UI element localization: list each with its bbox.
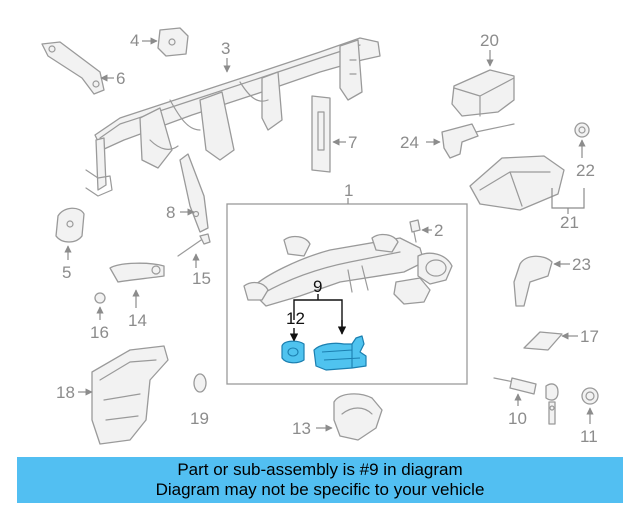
nut-part-16 (94, 292, 106, 304)
callout-19: 19 (190, 409, 209, 428)
callout-13: 13 (292, 419, 311, 438)
bracket-part-4 (157, 27, 189, 57)
callout-15: 15 (192, 269, 211, 288)
support-part-8 (179, 153, 209, 233)
callout-20: 20 (480, 31, 499, 50)
callout-3: 3 (221, 39, 230, 58)
callout-14: 14 (128, 311, 147, 330)
callout-23: 23 (572, 255, 591, 274)
callout-2: 2 (434, 221, 443, 240)
callout-16: 16 (90, 323, 109, 342)
callout-11: 11 (580, 427, 598, 446)
bolt-part-2 (409, 219, 421, 243)
cross-car-beam-part (85, 37, 381, 197)
callout-9: 9 (313, 277, 322, 296)
highlighted-part-12 (281, 340, 305, 364)
washer-part-11 (581, 387, 599, 405)
callout-17: 17 (580, 327, 599, 346)
trim-part-17 (523, 331, 563, 351)
callout-21: 21 (560, 213, 579, 232)
callout-6: 6 (116, 69, 125, 88)
highlighted-part-9 (313, 335, 367, 371)
cover-part-13 (333, 393, 383, 441)
callout-4: 4 (130, 31, 139, 50)
switch-part-24 (441, 123, 515, 159)
callout-22: 22 (576, 161, 595, 180)
pad-part-5 (55, 207, 85, 243)
bolt-part-15 (177, 233, 211, 257)
banner-line-1: Part or sub-assembly is #9 in diagram (177, 460, 463, 479)
grommet-part-22 (574, 122, 590, 138)
lock-cylinder-part-10 (493, 377, 559, 425)
bolster-part-18 (91, 345, 169, 445)
banner-line-2: Diagram may not be specific to your vehi… (155, 480, 485, 499)
callout-12: 12 (286, 309, 305, 328)
steering-column-assembly (243, 233, 453, 307)
callout-8: 8 (166, 203, 175, 222)
plate-part-7 (311, 95, 331, 173)
bracket-part-14 (109, 262, 165, 283)
info-banner: Part or sub-assembly is #9 in diagram Di… (17, 457, 623, 503)
lever-part-23 (513, 255, 553, 307)
callout-24: 24 (400, 133, 419, 152)
lower-cover-part-21 (469, 155, 565, 211)
assembly-1-frame (226, 203, 468, 385)
brace-part-6 (41, 41, 105, 95)
grommet-part-19 (193, 373, 207, 393)
parts-diagram: 3 4 6 7 8 5 15 14 (41, 27, 599, 446)
callout-18: 18 (56, 383, 75, 402)
callout-1: 1 (344, 181, 353, 200)
callout-5: 5 (62, 263, 71, 282)
callout-10: 10 (508, 409, 527, 428)
callout-7: 7 (348, 133, 357, 152)
column-cover-part-20 (451, 69, 515, 117)
